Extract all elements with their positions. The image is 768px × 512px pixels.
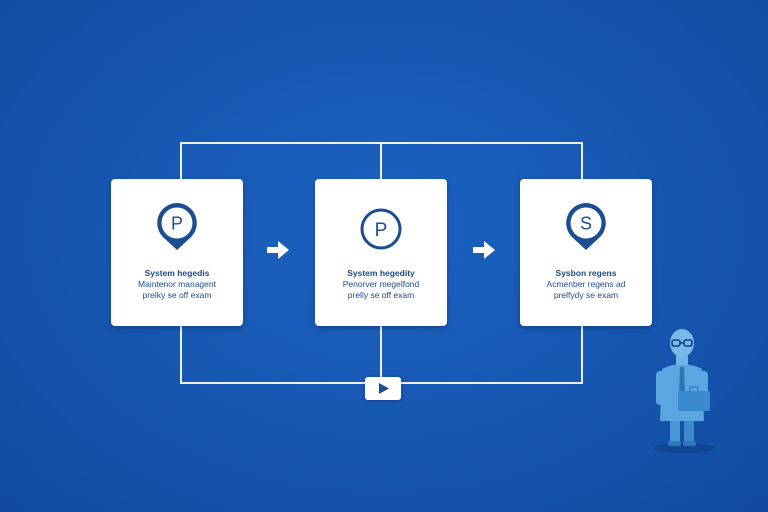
card-2-title: System hegedity — [347, 268, 415, 278]
play-icon — [379, 383, 389, 394]
card-1-title: System hegedis — [144, 268, 210, 278]
arrow-right-icon — [473, 241, 495, 259]
arrow-right-icon — [267, 241, 289, 259]
play-button[interactable] — [365, 377, 401, 400]
pin-p-icon: P — [157, 203, 197, 250]
bottom-connector — [180, 326, 583, 384]
card-3-text: Sysbon regens Acmenber regens ad prelfyd… — [526, 268, 646, 301]
card-3-line-2: prelfydy se exam — [553, 290, 619, 300]
card-3-title: Sysbon regens — [555, 268, 617, 278]
card-3-icon-letter: S — [580, 214, 592, 234]
process-card-3: S Sysbon regens Acmenber regens ad prelf… — [520, 179, 652, 326]
card-2-icon-letter: P — [375, 220, 388, 241]
process-card-1: P System hegedis Maintenor managent prel… — [111, 179, 243, 326]
card-1-icon-letter: P — [171, 214, 183, 234]
card-2-line-2: prelly se off exam — [347, 290, 415, 300]
person-with-briefcase-icon — [654, 329, 714, 453]
card-2-line-1: Penorver megelfond — [342, 279, 420, 289]
card-1-line-2: prelky se off exam — [142, 290, 212, 300]
card-3-line-1: Acmenber regens ad — [546, 279, 626, 289]
circle-p-icon: P — [360, 208, 402, 250]
pin-s-icon: S — [566, 203, 606, 250]
card-1-text: System hegedis Maintenor managent prelky… — [117, 268, 237, 301]
process-card-2: P System hegedity Penorver megelfond pre… — [315, 179, 447, 326]
card-1-line-1: Maintenor managent — [138, 279, 216, 289]
card-2-text: System hegedity Penorver megelfond prell… — [321, 268, 441, 301]
